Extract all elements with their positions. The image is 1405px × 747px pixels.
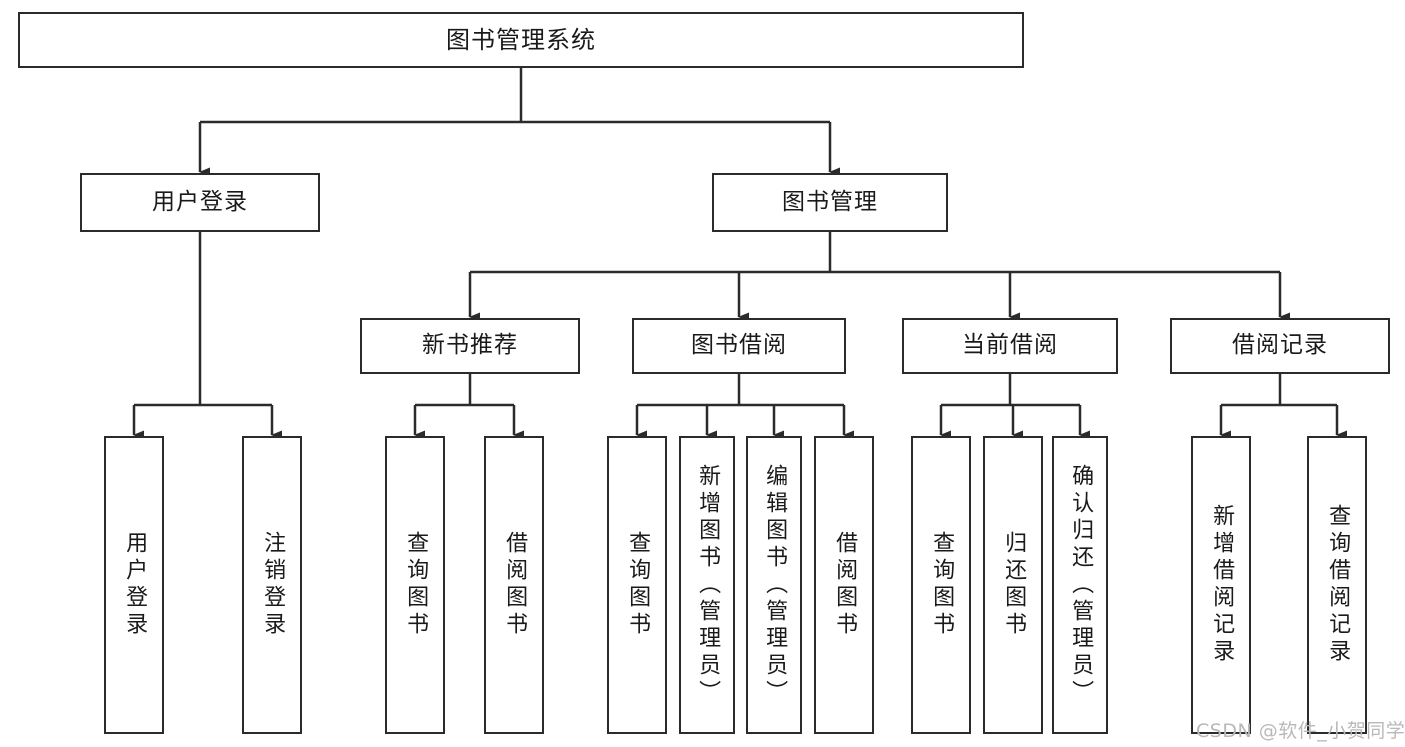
node-book-borrow[interactable]: 图书借阅 [632, 318, 846, 374]
node-label: 借阅图书 [832, 531, 858, 639]
node-label: 查询图书 [625, 531, 651, 639]
node-label: 图书借阅 [691, 332, 787, 359]
node-label: 新增图书（管理员） [695, 463, 721, 707]
node-leaf-query-record[interactable]: 查询借阅记录 [1307, 436, 1367, 734]
node-label: 图书管理系统 [446, 25, 596, 54]
node-label: 查询图书 [403, 531, 429, 639]
node-leaf-query-book-2[interactable]: 查询图书 [607, 436, 667, 734]
node-leaf-confirm-return[interactable]: 确认归还（管理员） [1052, 436, 1108, 734]
node-label: 归还图书 [1001, 531, 1027, 639]
node-root[interactable]: 图书管理系统 [18, 12, 1024, 68]
node-label: 编辑图书（管理员） [762, 463, 788, 707]
node-leaf-add-book[interactable]: 新增图书（管理员） [679, 436, 735, 734]
node-label: 新书推荐 [422, 332, 518, 359]
node-label: 当前借阅 [962, 332, 1058, 359]
node-new-book-rec[interactable]: 新书推荐 [360, 318, 580, 374]
node-leaf-logout[interactable]: 注销登录 [242, 436, 302, 734]
node-leaf-user-login[interactable]: 用户登录 [104, 436, 164, 734]
node-label: 用户登录 [152, 188, 248, 215]
node-leaf-return-book[interactable]: 归还图书 [983, 436, 1043, 734]
node-leaf-borrow-book-2[interactable]: 借阅图书 [814, 436, 874, 734]
node-label: 确认归还（管理员） [1068, 463, 1094, 707]
node-leaf-add-record[interactable]: 新增借阅记录 [1191, 436, 1251, 734]
node-borrow-record[interactable]: 借阅记录 [1170, 318, 1390, 374]
node-label: 借阅图书 [502, 531, 528, 639]
node-label: 图书管理 [782, 188, 878, 215]
node-leaf-edit-book[interactable]: 编辑图书（管理员） [746, 436, 802, 734]
node-label: 借阅记录 [1232, 332, 1328, 359]
node-label: 查询借阅记录 [1325, 504, 1351, 666]
node-leaf-borrow-book-1[interactable]: 借阅图书 [484, 436, 544, 734]
node-user-login[interactable]: 用户登录 [80, 173, 320, 232]
node-book-manage[interactable]: 图书管理 [712, 173, 948, 232]
node-label: 用户登录 [122, 531, 148, 639]
node-label: 注销登录 [260, 531, 286, 639]
csdn-watermark: CSDN @软件_小贺同学 [1196, 720, 1405, 742]
node-label: 查询图书 [929, 531, 955, 639]
node-current-borrow[interactable]: 当前借阅 [902, 318, 1118, 374]
node-leaf-query-book-1[interactable]: 查询图书 [385, 436, 445, 734]
node-leaf-query-book-3[interactable]: 查询图书 [911, 436, 971, 734]
node-label: 新增借阅记录 [1209, 504, 1235, 666]
